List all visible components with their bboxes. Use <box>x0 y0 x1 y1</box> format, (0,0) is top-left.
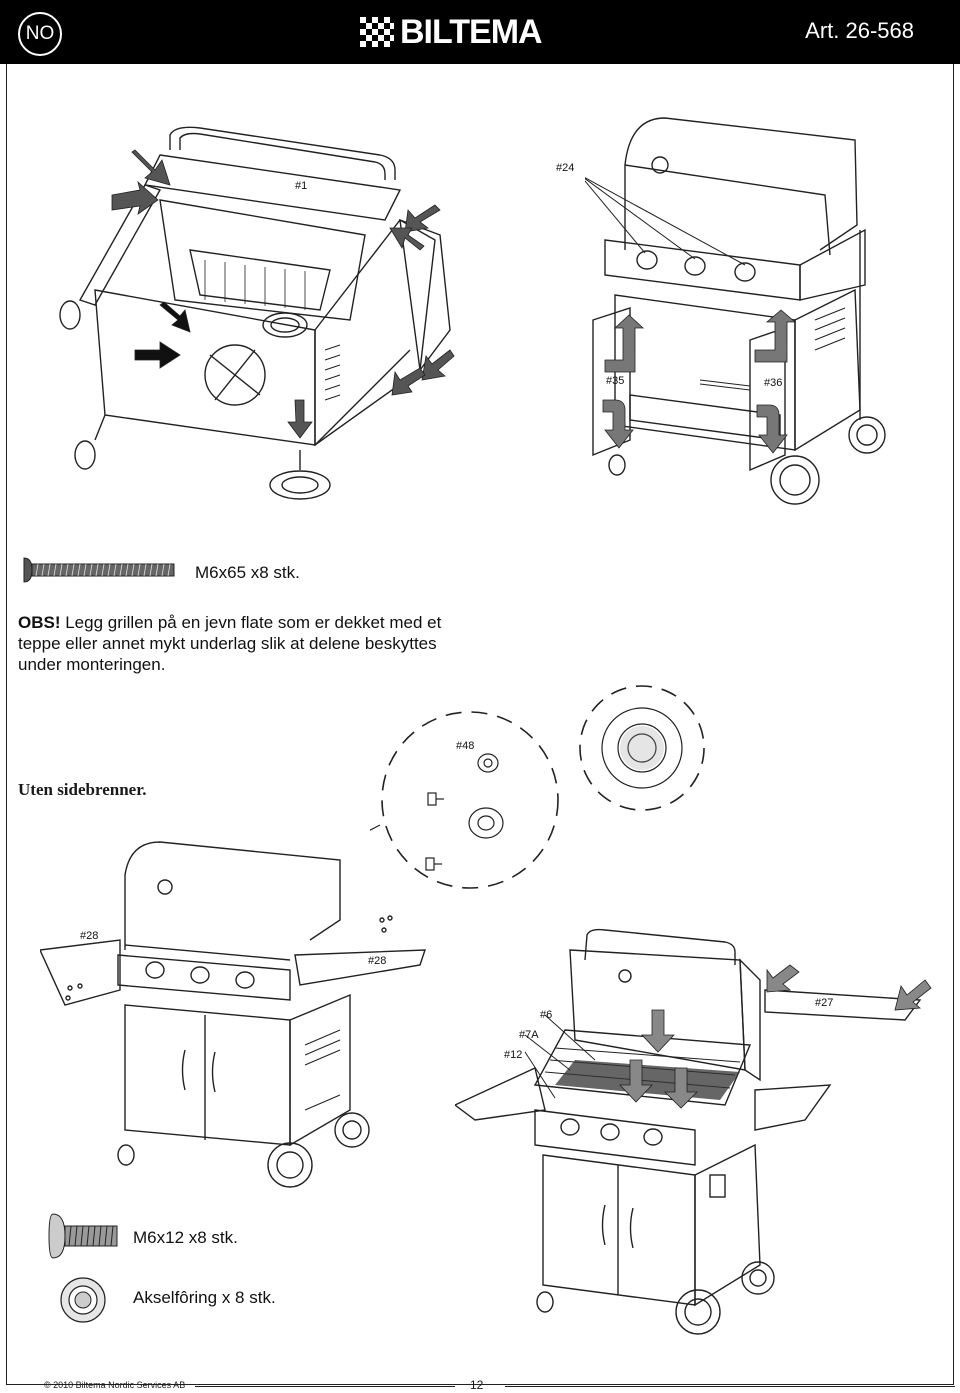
note-text: Legg grillen på en jevn flate som er dek… <box>18 613 442 674</box>
frame-assembly-illustration <box>59 126 455 500</box>
page-frame <box>6 64 954 1385</box>
label-part-28-left: #28 <box>80 930 99 942</box>
bushing-icon <box>60 1277 106 1323</box>
assembly-note: OBS! Legg grillen på en jevn flate som e… <box>18 612 478 675</box>
label-part-27: #27 <box>815 997 834 1009</box>
label-part-36: #36 <box>764 377 783 389</box>
label-part-1: #1 <box>295 180 308 192</box>
grill-side-shelf-illustration <box>40 841 426 1188</box>
label-part-6: #6 <box>540 1009 553 1021</box>
short-screw-icon <box>48 1213 118 1259</box>
detail-zoom-illustration <box>370 685 705 889</box>
open-grill-illustration <box>455 928 932 1335</box>
footer-rule <box>195 1386 955 1387</box>
note-obs: OBS! <box>18 613 61 632</box>
language-badge: NO <box>18 12 62 56</box>
label-part-28-right: #28 <box>368 955 387 967</box>
bushing-caption: Akselfôring x 8 stk. <box>133 1288 276 1307</box>
label-part-7a: #7A <box>519 1029 539 1041</box>
article-number: Art. 26-568 <box>805 18 914 43</box>
brand-name: BILTEMA <box>400 12 543 51</box>
long-screw-caption: M6x65 x8 stk. <box>195 563 300 582</box>
label-part-12: #12 <box>504 1049 523 1061</box>
brand-logo: BILTEMA <box>360 12 543 51</box>
long-screw-icon <box>23 557 175 583</box>
label-part-48: #48 <box>456 740 475 752</box>
grill-body-illustration <box>585 117 886 505</box>
subtitle-no-side-burner: Uten sidebrenner. <box>18 780 147 799</box>
label-part-35: #35 <box>606 375 625 387</box>
copyright: © 2010 Biltema Nordic Services AB <box>44 1380 186 1390</box>
short-screw-caption: M6x12 x8 stk. <box>133 1228 238 1247</box>
page-header: NO BILTEMA Art. 26-568 <box>0 0 960 64</box>
page-number: 12 <box>470 1378 484 1392</box>
label-part-24: #24 <box>556 162 575 174</box>
checker-flag-icon <box>360 17 394 47</box>
